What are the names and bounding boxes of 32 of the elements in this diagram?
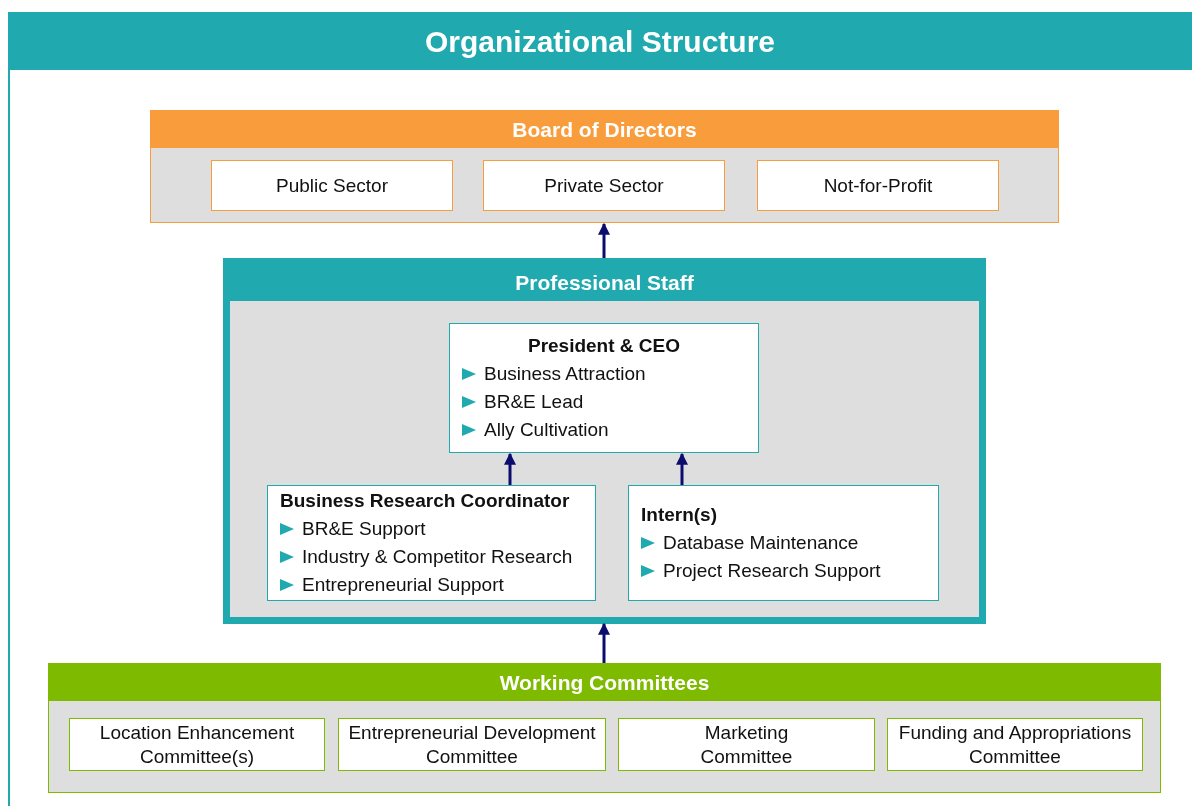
role-title: President & CEO bbox=[527, 334, 680, 358]
responsibility-item: Industry & Competitor Research bbox=[302, 545, 573, 569]
role-box bbox=[449, 323, 759, 453]
group-panel bbox=[223, 258, 986, 624]
member-box: Public Sector bbox=[211, 160, 453, 211]
responsibility-item: Database Maintenance bbox=[663, 531, 859, 555]
group-panel bbox=[150, 110, 1059, 223]
role-title: Intern(s) bbox=[641, 503, 718, 527]
group-panel bbox=[48, 663, 1161, 793]
role-box bbox=[267, 485, 596, 601]
member-box: Location Enhancement Committee(s) bbox=[69, 718, 325, 771]
member-box: Entrepreneurial Development Committee bbox=[338, 718, 606, 771]
page-title: Organizational Structure bbox=[8, 12, 1192, 70]
member-box: Not-for-Profit bbox=[757, 160, 999, 211]
member-box: Marketing Committee bbox=[618, 718, 875, 771]
responsibility-item: Entrepreneurial Support bbox=[302, 573, 504, 597]
arrow bbox=[676, 452, 688, 485]
responsibility-item: BR&E Support bbox=[302, 517, 426, 541]
arrow bbox=[504, 452, 516, 485]
role-title: Business Research Coordinator bbox=[280, 489, 571, 513]
responsibility-item: Ally Cultivation bbox=[484, 418, 609, 442]
panel-heading: Board of Directors bbox=[151, 111, 1058, 148]
panel-heading: Professional Staff bbox=[230, 265, 979, 301]
role-box bbox=[628, 485, 939, 601]
responsibility-item: Business Attraction bbox=[484, 362, 646, 386]
panel-heading: Working Committees bbox=[49, 664, 1160, 701]
member-box: Private Sector bbox=[483, 160, 725, 211]
responsibility-item: Project Research Support bbox=[663, 559, 881, 583]
arrow bbox=[598, 622, 610, 663]
member-box: Funding and Appropriations Committee bbox=[887, 718, 1143, 771]
arrow bbox=[598, 222, 610, 258]
responsibility-item: BR&E Lead bbox=[484, 390, 584, 414]
